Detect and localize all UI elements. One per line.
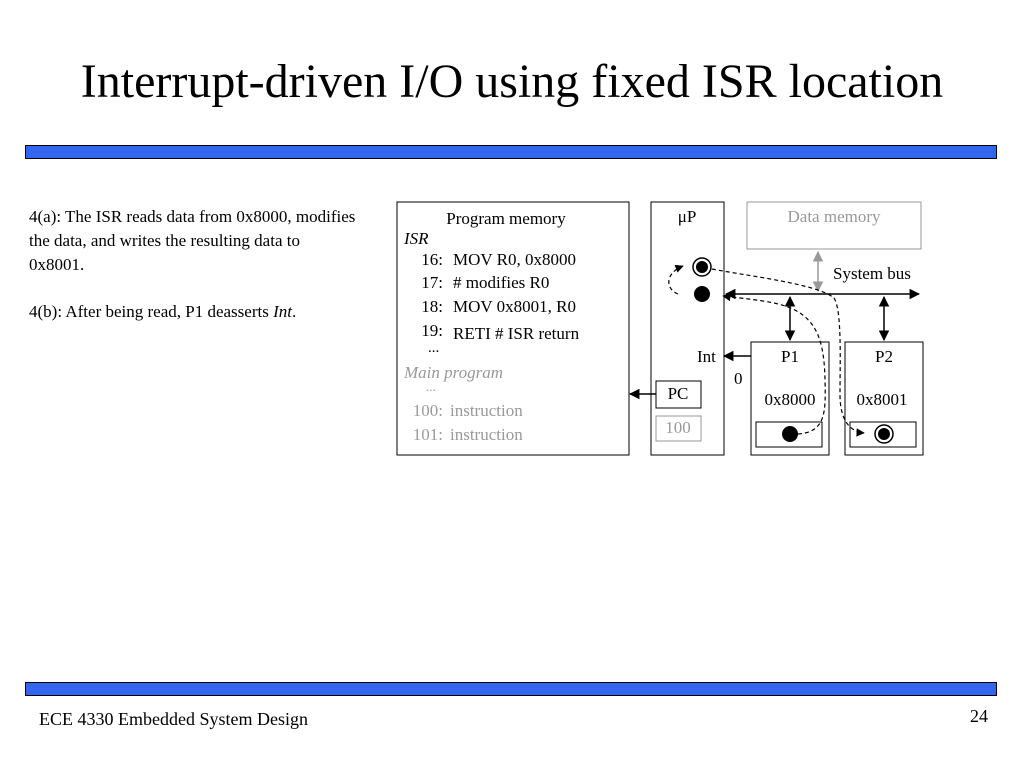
description: 4(a): The ISR reads data from 0x8000, mo… <box>29 205 359 324</box>
write-p2-flow-arrow <box>711 268 865 437</box>
data-memory-box <box>746 201 922 250</box>
pc-value: 100 <box>665 418 691 437</box>
header-band <box>25 145 997 159</box>
pc-value-box <box>655 415 702 442</box>
int-label: Int <box>697 347 716 366</box>
isr-line-17-addr: 17: <box>421 273 443 292</box>
microprocessor-label: μP <box>678 207 697 226</box>
processor-data-token <box>694 286 710 302</box>
isr-line-19-addr: 19: <box>421 321 443 340</box>
p2-address: 0x8001 <box>857 390 908 409</box>
data-memory-label: Data memory <box>788 207 881 226</box>
system-bus-label: System bus <box>833 264 911 283</box>
step-b-suffix: . <box>291 302 297 321</box>
peripheral-p2: P2 0x8001 <box>844 341 924 456</box>
isr-line-16-addr: 16: <box>421 250 443 269</box>
pc-label: PC <box>668 384 689 403</box>
main-line-100-addr: 100: <box>413 401 443 420</box>
int-signal-name: Int <box>273 302 292 321</box>
microprocessor-box <box>650 201 725 456</box>
step-b-text: 4(b): After being read, P1 deasserts Int… <box>29 300 359 324</box>
main-ellipsis: ... <box>426 379 436 394</box>
int-value: 0 <box>734 369 743 388</box>
isr-line-17-code: # modifies R0 <box>453 273 549 292</box>
page-number: 24 <box>970 706 988 726</box>
processor-active-indicator-dot <box>696 261 708 273</box>
microprocessor: μP PC 100 Int <box>628 201 725 456</box>
main-line-100-code: instruction <box>450 401 523 420</box>
isr-label: ISR <box>403 229 429 248</box>
p1-address: 0x8000 <box>765 390 816 409</box>
system-bus: System bus <box>724 264 921 342</box>
footer-course: ECE 4330 Embedded System Design <box>39 709 308 729</box>
step-a-text: 4(a): The ISR reads data from 0x8000, mo… <box>29 207 356 274</box>
isr-line-19-code: RETI # ISR return <box>453 324 580 343</box>
p1-name: P1 <box>781 347 799 366</box>
read-p1-flow-arrow <box>722 292 826 435</box>
program-memory: Program memory ISR 16: MOV R0, 0x8000 17… <box>396 201 630 456</box>
isr-line-18-addr: 18: <box>421 297 443 316</box>
p1-data-token <box>782 426 798 442</box>
p2-data-token <box>878 428 890 440</box>
step-b-prefix: 4(b): After being read, P1 deasserts <box>29 302 274 321</box>
program-memory-box <box>396 201 630 456</box>
main-line-101-code: instruction <box>450 425 523 444</box>
isr-line-18-code: MOV 0x8001, R0 <box>453 297 576 316</box>
slide-title: Interrupt-driven I/O using fixed ISR loc… <box>80 55 944 108</box>
main-line-101-addr: 101: <box>413 425 443 444</box>
footer-band <box>25 682 997 696</box>
int-line: 0 <box>722 350 751 388</box>
data-memory: Data memory <box>746 201 922 293</box>
processor-loop-arrow <box>668 264 684 295</box>
peripheral-p1: P1 0x8000 <box>750 341 830 456</box>
main-program-label: Main program <box>403 363 503 382</box>
p2-name: P2 <box>875 347 893 366</box>
program-memory-label: Program memory <box>446 209 566 228</box>
isr-line-16-code: MOV R0, 0x8000 <box>453 250 576 269</box>
isr-ellipsis: ... <box>428 340 439 356</box>
